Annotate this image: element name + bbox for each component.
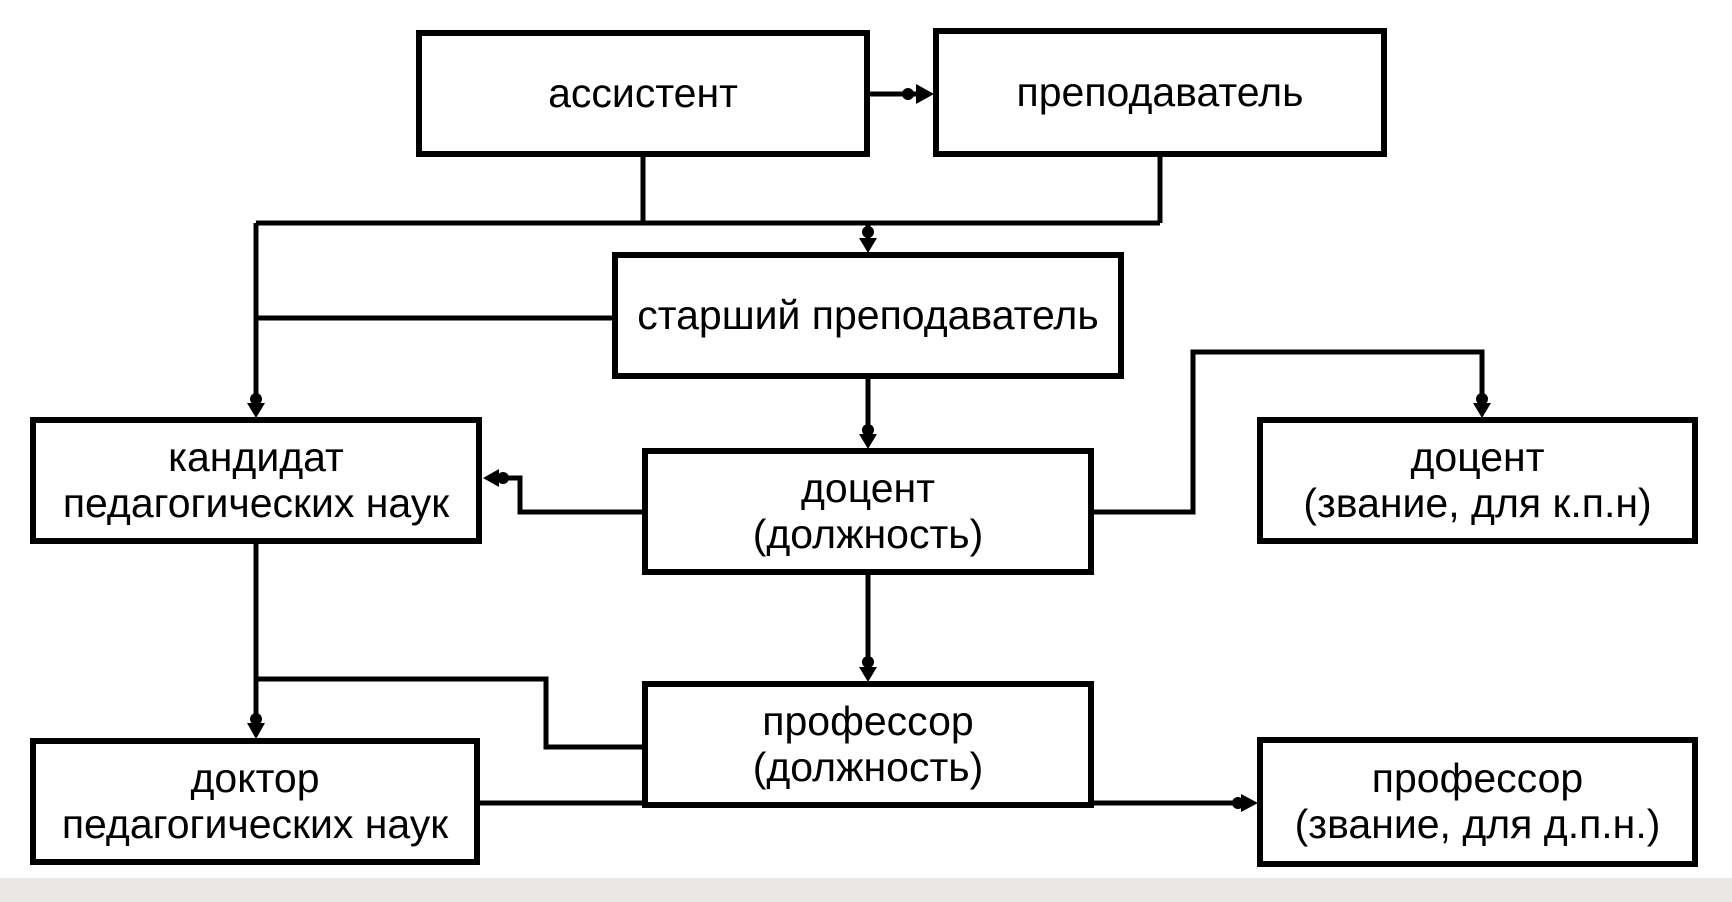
arrowhead-into-senior bbox=[859, 238, 877, 253]
node-teacher: преподаватель bbox=[933, 28, 1387, 157]
arrowhead-into-docentpos bbox=[859, 434, 877, 449]
junction-dot-doctor-top bbox=[250, 713, 262, 725]
node-professor-title: профессор (звание, для д.п.н.) bbox=[1257, 737, 1698, 867]
arrowhead-into-doctor bbox=[247, 723, 265, 739]
junction-dot-docentpos-top bbox=[862, 424, 874, 436]
edge-candidate-profpos bbox=[256, 676, 642, 750]
node-assistant: ассистент bbox=[416, 30, 870, 157]
edge-docentpos-candidate bbox=[501, 475, 642, 515]
footer-band bbox=[0, 878, 1732, 902]
junction-dot-assistant-teacher bbox=[902, 88, 914, 100]
node-docent-position: доцент (должность) bbox=[642, 448, 1094, 575]
junction-dot-docenttitle-top bbox=[1476, 393, 1488, 405]
node-professor-position: профессор (должность) bbox=[642, 681, 1094, 808]
junction-dot-profpos-top bbox=[862, 656, 874, 668]
node-docent-title: доцент (звание, для к.п.н) bbox=[1257, 417, 1698, 544]
junction-dot-candidate-top bbox=[250, 393, 262, 405]
arrowhead-into-candidate-right bbox=[483, 469, 499, 487]
arrowhead-into-profpos bbox=[859, 667, 877, 682]
node-senior-teacher: старший преподаватель bbox=[612, 252, 1124, 379]
junction-dot-senior-top bbox=[862, 226, 874, 238]
edge-docentpos-docenttitle bbox=[1094, 349, 1485, 515]
node-candidate-sciences: кандидат педагогических наук bbox=[30, 417, 482, 544]
node-doctor-sciences: доктор педагогических наук bbox=[30, 738, 480, 865]
arrowhead-into-candidate-top bbox=[247, 403, 265, 418]
arrowhead-into-proftitle bbox=[1241, 794, 1258, 812]
arrowhead-into-teacher bbox=[916, 84, 934, 104]
arrowhead-into-docenttitle bbox=[1473, 403, 1491, 418]
junction-dot-candidate-right bbox=[497, 472, 509, 484]
